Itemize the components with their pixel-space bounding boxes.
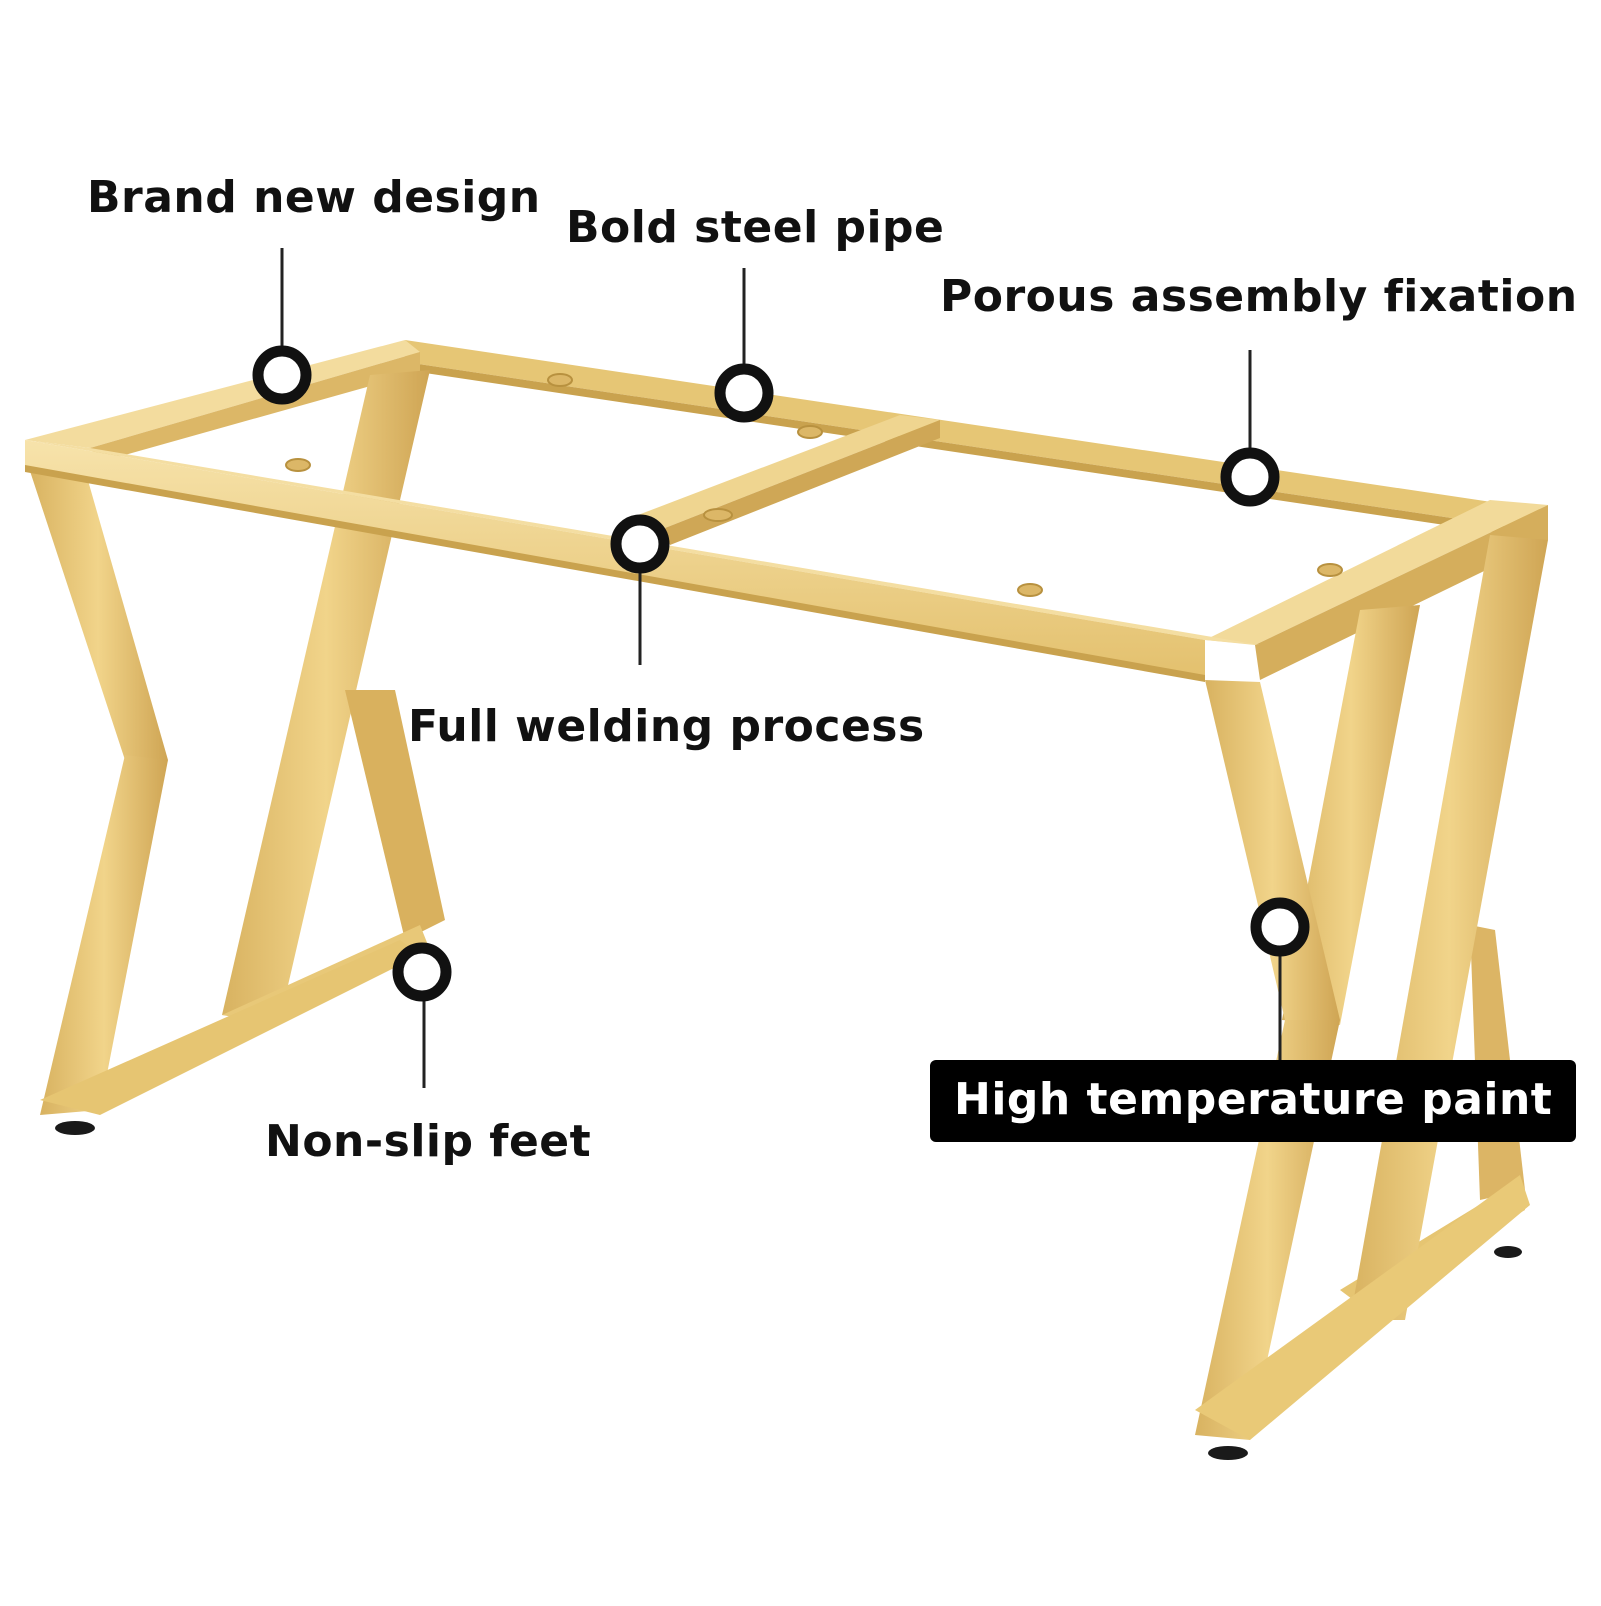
marker-full-welding-icon bbox=[610, 514, 670, 574]
label-full-welding-process: Full welding process bbox=[408, 701, 925, 752]
middle-cross-brace bbox=[625, 415, 940, 545]
back-long-rail bbox=[405, 340, 1545, 540]
left-leg-back bbox=[222, 370, 445, 1020]
non-slip-feet-pads bbox=[55, 1121, 1522, 1460]
right-short-rail bbox=[1205, 500, 1548, 680]
marker-bold-steel-pipe-icon bbox=[714, 363, 774, 423]
label-brand-new-design: Brand new design bbox=[87, 172, 541, 223]
marker-brand-new-design-icon bbox=[252, 345, 312, 405]
marker-non-slip-feet-icon bbox=[392, 942, 452, 1002]
marker-porous-assembly-icon bbox=[1220, 447, 1280, 507]
label-non-slip-feet: Non-slip feet bbox=[265, 1116, 592, 1167]
callout-markers bbox=[252, 345, 1310, 1002]
mounting-tabs bbox=[285, 373, 1343, 597]
left-short-rail bbox=[25, 340, 420, 462]
callout-lines bbox=[280, 248, 1282, 1088]
marker-high-temperature-paint-icon bbox=[1250, 897, 1310, 957]
label-bold-steel-pipe: Bold steel pipe bbox=[566, 202, 945, 253]
left-leg-front bbox=[28, 465, 420, 1115]
label-porous-assembly-fixation: Porous assembly fixation bbox=[940, 271, 1578, 322]
label-high-temperature-paint: High temperature paint bbox=[930, 1060, 1577, 1142]
